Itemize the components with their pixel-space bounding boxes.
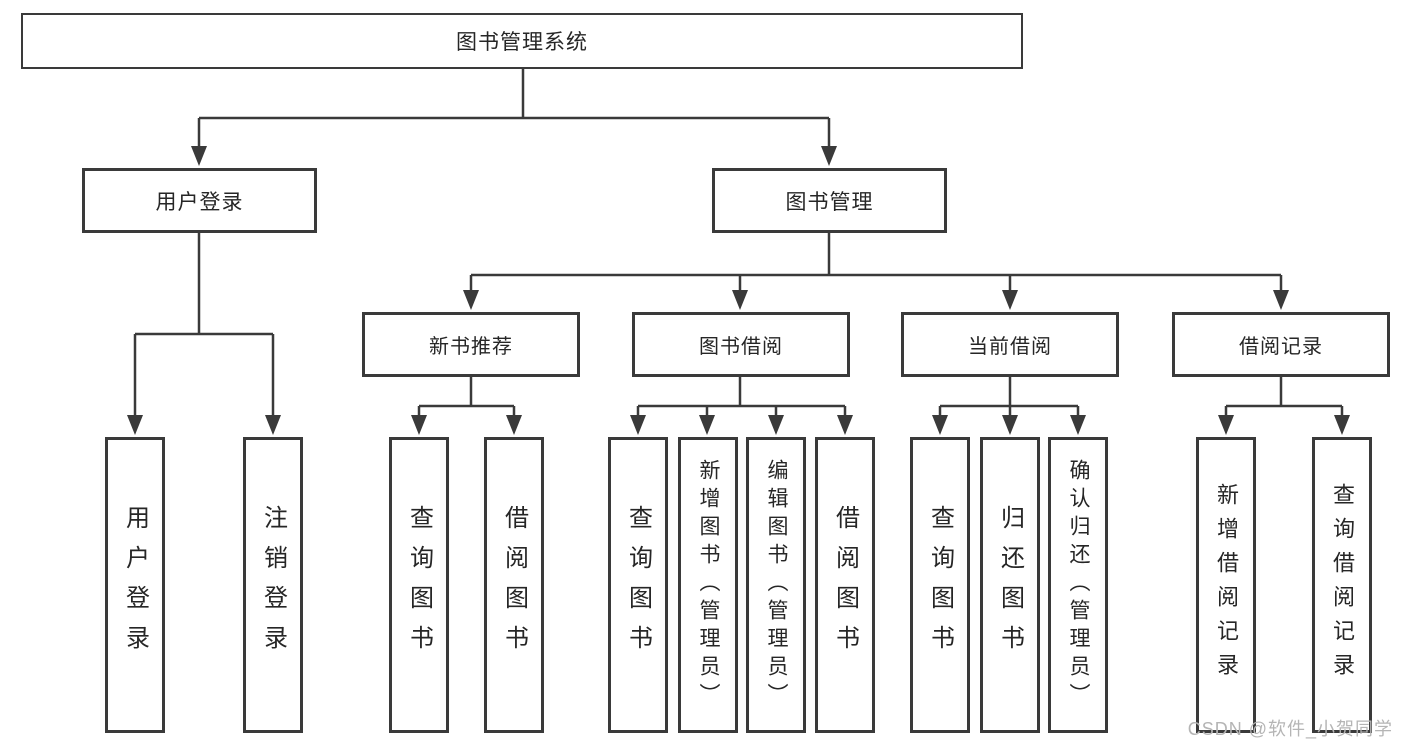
node-label: 新增借阅记录 bbox=[1214, 483, 1239, 687]
watermark: CSDN @软件_小贺同学 bbox=[1187, 719, 1393, 739]
node-label: 借阅图书 bbox=[831, 505, 859, 665]
node-library-management-system: 图书管理系统 bbox=[21, 13, 1023, 69]
leaf-add-books-admin: 新增图书（管理员） bbox=[678, 437, 738, 733]
node-label: 确认归还（管理员） bbox=[1067, 459, 1090, 711]
leaf-query-books-borrow: 查询图书 bbox=[608, 437, 668, 733]
leaf-borrow-books: 借阅图书 bbox=[815, 437, 875, 733]
node-label: 图书管理系统 bbox=[456, 31, 588, 54]
node-book-management: 图书管理 bbox=[712, 168, 947, 233]
node-label: 注销登录 bbox=[259, 505, 287, 665]
node-label: 查询图书 bbox=[624, 505, 652, 665]
node-label: 用户登录 bbox=[155, 190, 244, 214]
node-label: 查询图书 bbox=[405, 505, 433, 665]
node-label: 图书借阅 bbox=[699, 336, 783, 358]
leaf-confirm-return-admin: 确认归还（管理员） bbox=[1048, 437, 1108, 733]
leaf-logout: 注销登录 bbox=[243, 437, 303, 733]
node-user-login: 用户登录 bbox=[82, 168, 317, 233]
node-current-borrowing: 当前借阅 bbox=[901, 312, 1119, 377]
leaf-edit-books-admin: 编辑图书（管理员） bbox=[746, 437, 806, 733]
leaf-query-books-current: 查询图书 bbox=[910, 437, 970, 733]
node-new-book-recommendation: 新书推荐 bbox=[362, 312, 580, 377]
leaf-user-login: 用户登录 bbox=[105, 437, 165, 733]
node-book-borrowing: 图书借阅 bbox=[632, 312, 850, 377]
node-label: 归还图书 bbox=[996, 505, 1024, 665]
node-borrowing-records: 借阅记录 bbox=[1172, 312, 1390, 377]
leaf-add-borrow-record: 新增借阅记录 bbox=[1196, 437, 1256, 733]
node-label: 当前借阅 bbox=[968, 336, 1052, 358]
node-label: 图书管理 bbox=[785, 190, 874, 214]
leaf-query-borrow-record: 查询借阅记录 bbox=[1312, 437, 1372, 733]
node-label: 借阅记录 bbox=[1239, 336, 1323, 358]
node-label: 新书推荐 bbox=[429, 336, 513, 358]
node-label: 新增图书（管理员） bbox=[697, 459, 720, 711]
node-label: 编辑图书（管理员） bbox=[765, 459, 788, 711]
node-label: 查询图书 bbox=[926, 505, 954, 665]
leaf-return-books: 归还图书 bbox=[980, 437, 1040, 733]
leaf-query-books-recommend: 查询图书 bbox=[389, 437, 449, 733]
node-label: 借阅图书 bbox=[500, 505, 528, 665]
node-label: 查询借阅记录 bbox=[1330, 483, 1355, 687]
leaf-borrow-books-recommend: 借阅图书 bbox=[484, 437, 544, 733]
node-label: 用户登录 bbox=[121, 505, 149, 665]
